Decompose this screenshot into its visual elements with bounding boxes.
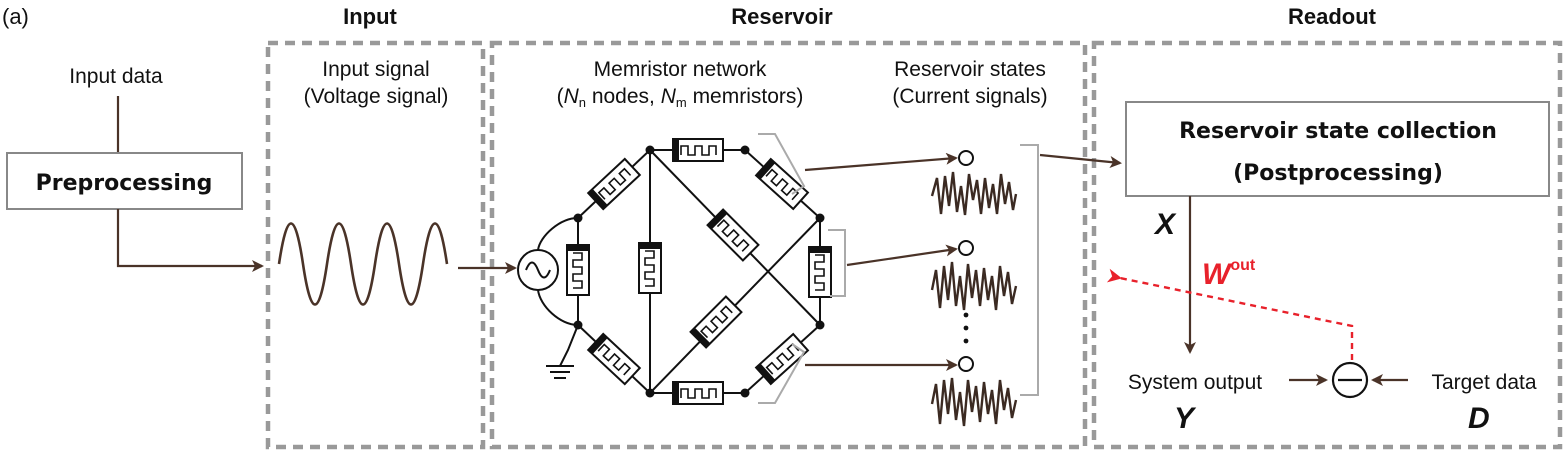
memristor-icon (587, 157, 641, 211)
w-out-symbol: Wout (1202, 257, 1256, 291)
memristor-icon (689, 295, 743, 349)
y-symbol: Y (1174, 402, 1197, 435)
reservoir-frame (489, 40, 1088, 450)
target-data-label: Target data (1431, 371, 1536, 394)
section-header-input: Input (343, 4, 397, 29)
preprocessing-label: Preprocessing (36, 171, 213, 196)
preprocess-to-input-arrow (116, 209, 264, 272)
reservoir-states-label: Reservoir states (894, 58, 1046, 81)
output-bracket-bottom (758, 343, 806, 404)
section-header-reservoir: Reservoir (731, 4, 833, 29)
output-arrow-2 (846, 244, 958, 267)
preprocessing-box (6, 152, 243, 210)
input-data-label: Input data (69, 65, 163, 88)
memristor-network-label: Memristor network (594, 58, 767, 81)
input-signal-label: Input signal (322, 58, 429, 81)
output-bracket-top (758, 133, 806, 195)
current-signal-wave-1 (930, 171, 1018, 216)
memristor-icon (706, 208, 760, 262)
system-output-label: System output (1128, 371, 1262, 394)
feedback-dashed-arrow (1106, 268, 1354, 360)
section-header-readout: Readout (1288, 4, 1377, 29)
states-to-readout-arrow (1039, 153, 1122, 168)
current-signal-wave-2 (930, 261, 1018, 311)
memristor-icon (755, 158, 809, 210)
memristor-icon (566, 244, 590, 296)
x-symbol: X (1153, 208, 1177, 241)
state-collection-box (1125, 101, 1550, 197)
memristor-icon (808, 246, 832, 298)
input-frame (265, 40, 486, 450)
memristor-icon (672, 138, 724, 162)
d-symbol: D (1468, 402, 1490, 435)
memristor-icon (638, 242, 662, 294)
panel-label: (a) (2, 4, 29, 29)
state-collection-label: Reservoir state collection (1179, 119, 1497, 144)
ground-icon (546, 365, 574, 379)
output-terminal-icon (958, 150, 974, 372)
network-size-label: (Nn nodes, Nm memristors) (557, 85, 804, 110)
postprocessing-label: (Postprocessing) (1233, 161, 1443, 186)
ac-source-icon (517, 249, 559, 291)
current-signals-label: (Current signals) (892, 85, 1047, 108)
readout-frame (1091, 40, 1563, 450)
output-bracket-mid (828, 229, 846, 297)
comparator-icon (1331, 361, 1369, 399)
memristor-icon (672, 381, 724, 405)
voltage-sine-wave (277, 222, 449, 306)
output-arrow-1 (804, 152, 958, 172)
network-nodes (573, 145, 825, 398)
memristor-icon (587, 332, 641, 386)
vertical-ellipsis (963, 312, 969, 344)
current-signal-wave-3 (930, 377, 1018, 427)
voltage-signal-label: (Voltage signal) (304, 85, 449, 108)
states-bracket (1020, 144, 1039, 396)
